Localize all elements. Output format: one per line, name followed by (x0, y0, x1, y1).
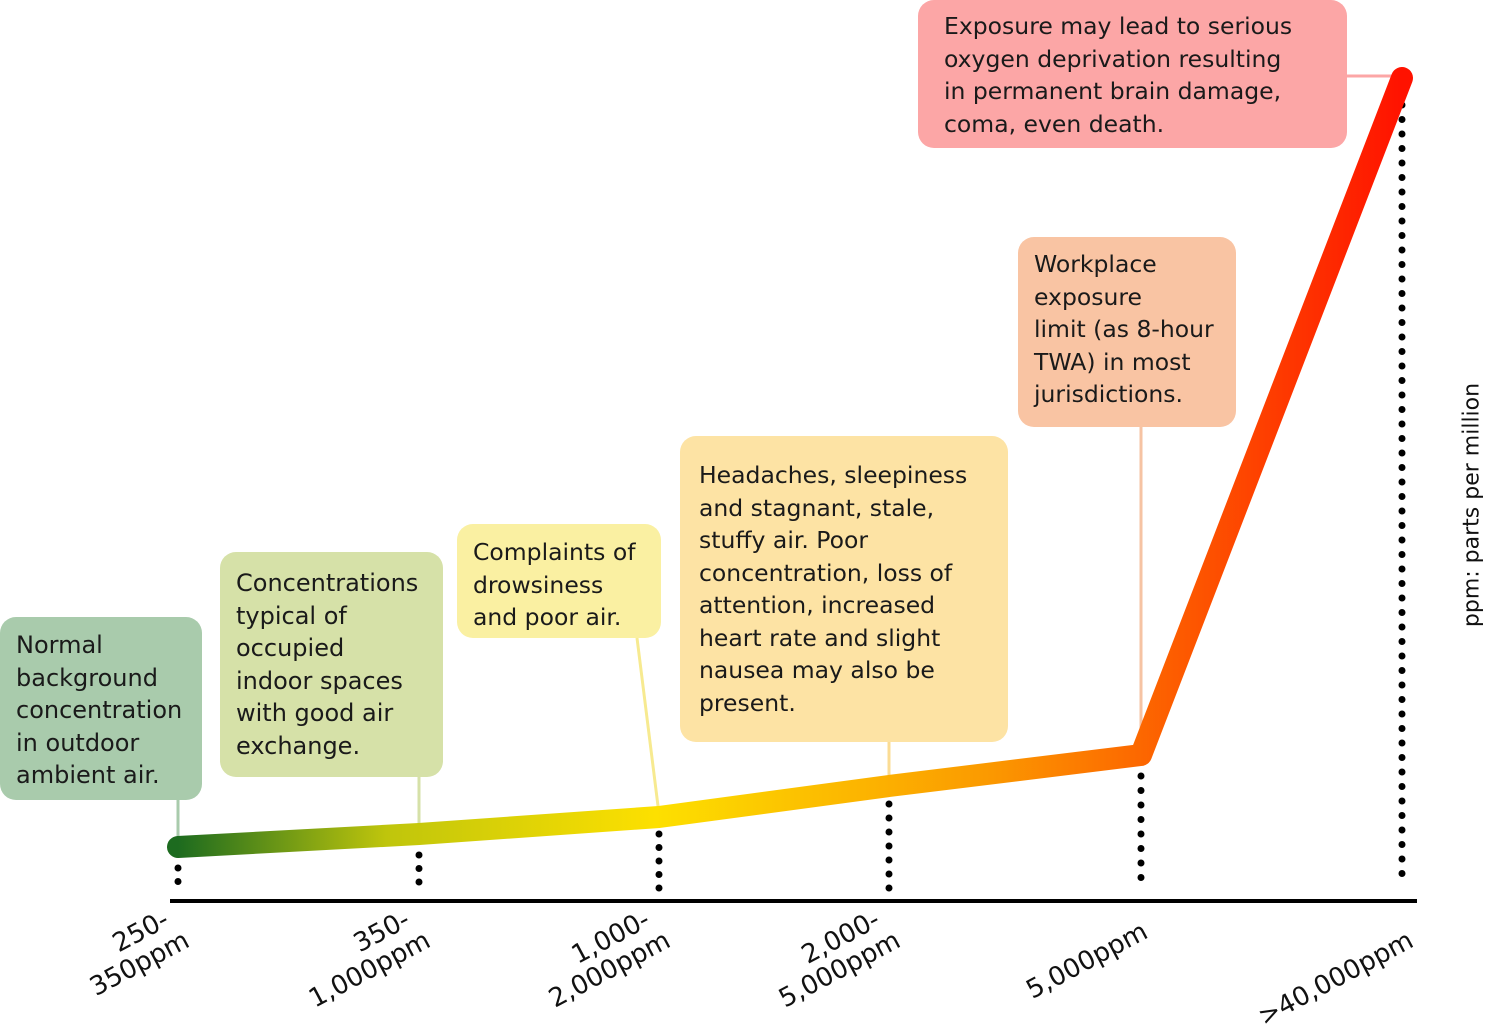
callout-drowsiness: Complaints of drowsiness and poor air. (457, 524, 661, 638)
callout-workplace-limit: Workplace exposure limit (as 8-hour TWA)… (1018, 237, 1236, 427)
range-label-5000: 5,000ppm (1021, 917, 1152, 1006)
range-label-1000-2000: 1,000- 2,000ppm (531, 901, 675, 1015)
leader-line-drowsiness (635, 637, 661, 815)
callout-danger: Exposure may lead to serious oxygen depr… (918, 0, 1347, 148)
callout-occupied-indoor: Concentrations typical of occupied indoo… (220, 552, 443, 777)
range-label-250-350: 250- 350ppm (72, 901, 195, 1003)
unit-note: ppm: parts per million (1459, 382, 1485, 628)
callout-normal-background: Normal background concentration in outdo… (0, 617, 202, 800)
range-label-40000: >40,000ppm (1253, 925, 1418, 1024)
range-label-2000-5000: 2,000- 5,000ppm (761, 901, 905, 1015)
range-label-350-1000: 350- 1,000ppm (291, 901, 435, 1015)
concentration-curve (167, 67, 1413, 858)
callout-headaches: Headaches, sleepiness and stagnant, stal… (680, 436, 1008, 742)
